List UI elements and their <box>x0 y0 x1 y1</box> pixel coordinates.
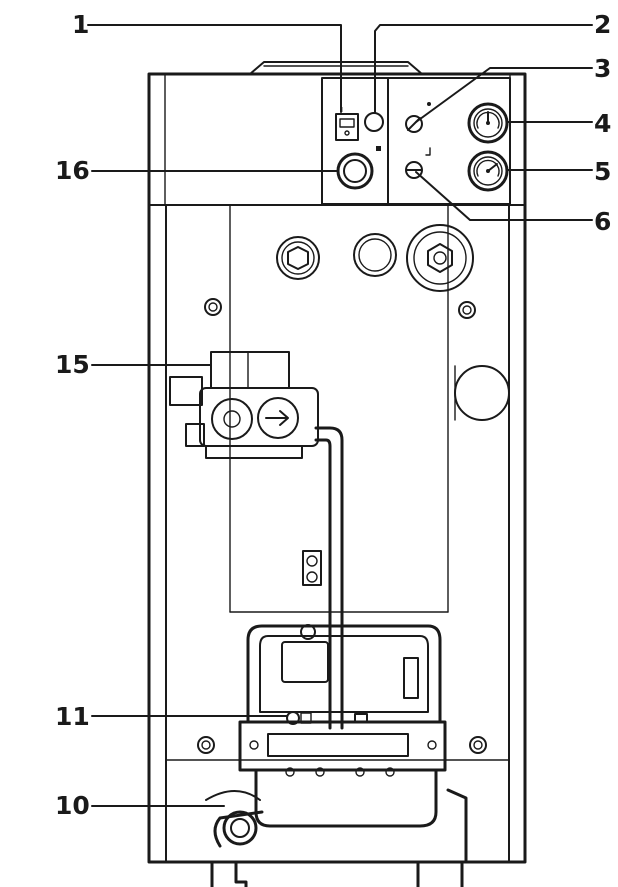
callout-1-label: 1 <box>72 10 90 39</box>
center-connection <box>353 233 397 277</box>
mounting-bolt <box>197 736 215 754</box>
right-connection-nut <box>406 224 474 292</box>
callout-15-label: 15 <box>55 350 90 379</box>
mounting-bolt <box>458 301 476 319</box>
boiler-feet <box>210 860 248 887</box>
callout-2-label: 2 <box>594 10 612 39</box>
reset-screw-icon <box>405 115 423 133</box>
burner-head <box>238 720 447 772</box>
callout-3-label: 3 <box>594 54 612 83</box>
boiler-casing <box>147 72 527 864</box>
leader-line-6 <box>415 171 593 221</box>
indicator-lamp-icon <box>364 112 384 132</box>
leader-line-3 <box>415 67 593 123</box>
callout-11-label: 11 <box>55 702 90 731</box>
leader-line-2 <box>374 24 593 114</box>
gas-pipe <box>314 426 344 730</box>
burner-frame <box>246 624 442 724</box>
flue-collar <box>249 61 423 75</box>
left-connection-nut <box>276 236 320 280</box>
ignition-electrode-icon <box>286 711 300 725</box>
drain-valve-icon <box>222 810 258 846</box>
power-switch-icon <box>335 113 359 141</box>
callout-16-label: 16 <box>55 156 90 185</box>
callout-6-label: 6 <box>594 207 612 236</box>
callout-10-label: 10 <box>55 791 90 820</box>
gas-valve <box>169 351 319 459</box>
callout-4-label: 4 <box>594 109 612 138</box>
mounting-bolt <box>204 298 222 316</box>
side-port <box>454 365 510 421</box>
callout-5-label: 5 <box>594 157 612 186</box>
mounting-bolt <box>469 736 487 754</box>
leader-line-1 <box>87 24 342 113</box>
svg-text:I: I <box>341 106 343 114</box>
